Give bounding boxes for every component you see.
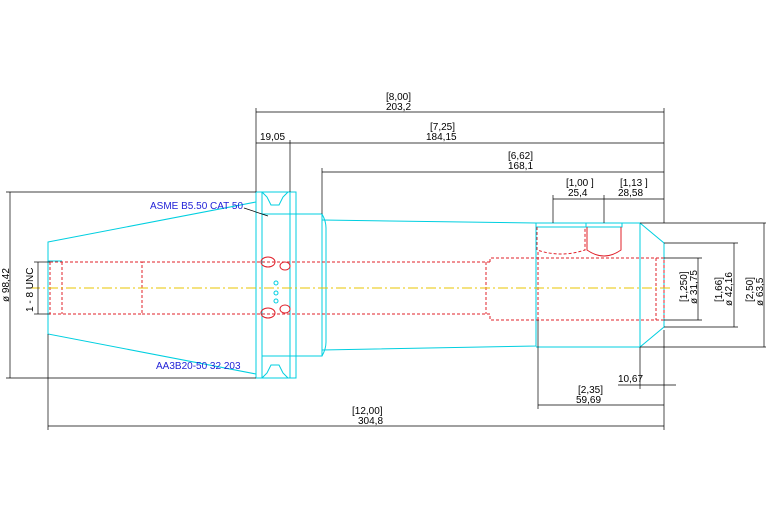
dim-mid-dia-mm: ø 42,16 xyxy=(724,272,735,306)
dim-body-mm: 168,1 xyxy=(508,161,533,172)
neck xyxy=(296,213,323,357)
dimension-lines xyxy=(6,108,766,430)
dim-thread: 1 - 8 UNC xyxy=(25,268,36,312)
dim-groove-b-in: [1,13 ] xyxy=(620,178,648,189)
dim-groove-b-mm: 28,58 xyxy=(618,188,643,199)
dim-face-to-end-in: [7,25] xyxy=(430,122,455,133)
dim-mid-dia-in: [1,66] xyxy=(714,277,725,302)
dim-flange-to-end-in: [8,00] xyxy=(386,92,411,103)
dim-bore-depth-in: [2,35] xyxy=(578,385,603,396)
body xyxy=(321,219,537,351)
dim-groove-a-mm: 25,4 xyxy=(568,188,588,199)
dim-flange-width: 19,05 xyxy=(260,132,285,143)
dim-flange-to-end-mm: 203,2 xyxy=(386,102,411,113)
dim-outer-dia-mm: ø 63,5 xyxy=(755,277,766,306)
hidden-lines xyxy=(49,227,665,321)
standard-note: ASME B5.50 CAT 50 xyxy=(150,201,243,212)
dim-face-to-end-mm: 184,15 xyxy=(426,132,457,143)
dim-flange-dia: ø 98,42 xyxy=(1,268,12,302)
dim-bore-dia-mm: ø 31,75 xyxy=(689,270,700,304)
dim-bore-depth-mm: 59,69 xyxy=(576,395,601,406)
dim-overall-in: [12,00] xyxy=(352,406,383,417)
tool-holder-outline xyxy=(47,191,665,379)
dim-outer-dia-in: [2,50] xyxy=(745,277,756,302)
dim-overall-mm: 304,8 xyxy=(358,416,383,427)
dimension-texts: [12,00] 304,8 [8,00] 203,2 19,05 [7,25] … xyxy=(1,92,766,427)
dim-groove-a-in: [1,00 ] xyxy=(566,178,594,189)
dim-chamfer: 10,67 xyxy=(618,374,643,385)
part-number-note: AA3B20-50 32 203 xyxy=(156,361,241,372)
dim-body-in: [6,62] xyxy=(508,151,533,162)
dim-bore-dia-in: [1,250] xyxy=(679,271,690,302)
